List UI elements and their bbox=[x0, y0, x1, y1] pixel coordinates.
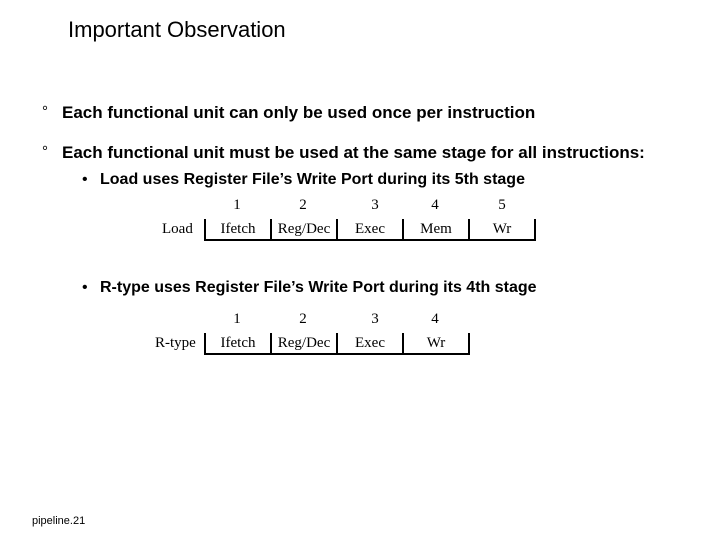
sub-bullet-text: Load uses Register File’s Write Port dur… bbox=[100, 171, 525, 188]
dot-bullet-icon: • bbox=[82, 171, 88, 188]
stage-number: 3 bbox=[371, 311, 379, 327]
slide-footer: pipeline.21 bbox=[32, 515, 86, 527]
stage-cell-wr: Wr bbox=[468, 219, 534, 241]
slide-title: Important Observation bbox=[68, 17, 286, 42]
bullet-once-per-instruction: ° Each functional unit can only be used o… bbox=[42, 103, 535, 123]
stage-number: 2 bbox=[299, 311, 307, 327]
stage-cell-ifetch: Ifetch bbox=[204, 333, 270, 355]
stage-number: 4 bbox=[431, 197, 439, 213]
stage-number: 2 bbox=[299, 197, 307, 213]
sub-bullet-load: • Load uses Register File’s Write Port du… bbox=[82, 171, 525, 189]
stage-cell-reg-dec: Reg/Dec bbox=[270, 333, 336, 355]
stage-cell-exec: Exec bbox=[336, 333, 402, 355]
row-label-load: Load bbox=[162, 221, 193, 237]
degree-bullet-icon: ° bbox=[42, 143, 48, 160]
rtype-pipeline: Ifetch Reg/Dec Exec Wr bbox=[204, 333, 470, 355]
stage-number: 4 bbox=[431, 311, 439, 327]
degree-bullet-icon: ° bbox=[42, 103, 48, 120]
stage-number: 5 bbox=[498, 197, 506, 213]
stage-cell-wr: Wr bbox=[402, 333, 468, 355]
sub-bullet-rtype: • R-type uses Register File’s Write Port … bbox=[82, 279, 537, 297]
bullet-text: Each functional unit can only be used on… bbox=[62, 103, 536, 122]
stage-number: 1 bbox=[233, 311, 241, 327]
stage-cell-mem: Mem bbox=[402, 219, 468, 241]
bullet-same-stage: ° Each functional unit must be used at th… bbox=[42, 143, 645, 163]
dot-bullet-icon: • bbox=[82, 279, 88, 296]
stage-number: 3 bbox=[371, 197, 379, 213]
stage-cell-reg-dec: Reg/Dec bbox=[270, 219, 336, 241]
load-pipeline: Ifetch Reg/Dec Exec Mem Wr bbox=[204, 219, 536, 241]
row-label-rtype: R-type bbox=[155, 335, 196, 351]
bullet-text: Each functional unit must be used at the… bbox=[62, 143, 645, 162]
sub-bullet-text: R-type uses Register File’s Write Port d… bbox=[100, 279, 537, 296]
stage-cell-ifetch: Ifetch bbox=[204, 219, 270, 241]
stage-cell-exec: Exec bbox=[336, 219, 402, 241]
stage-number: 1 bbox=[233, 197, 241, 213]
